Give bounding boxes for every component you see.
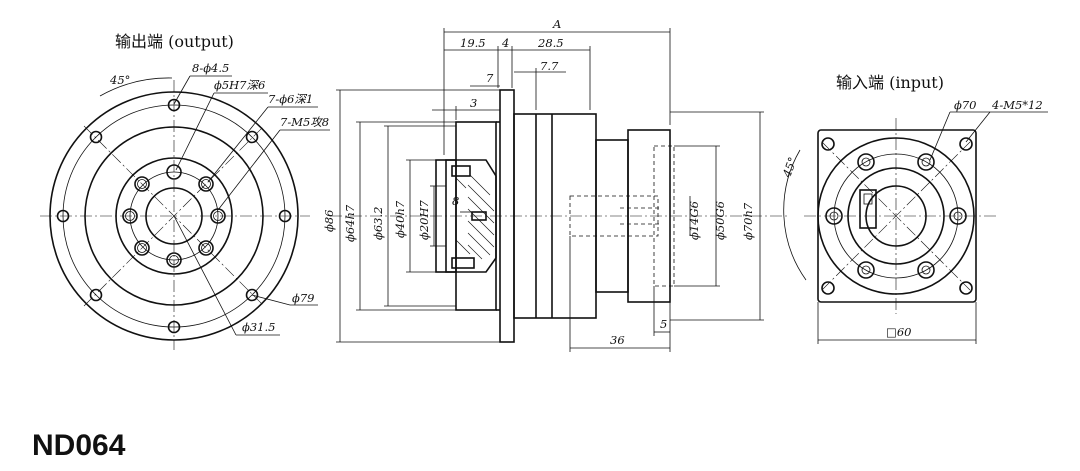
dim-28-5: 28.5 [537,36,564,50]
output-shaft-ring [115,157,233,275]
label-pin-hole: ϕ5H7深6 [214,78,265,92]
dim-dia70: ϕ70h7 [741,202,755,240]
label-input-angle: 45° [779,155,799,180]
label-7-thread: 7-M5攻8 [280,115,329,129]
input-ring-holes [825,153,967,279]
input-view-title: 输入端 (input) [836,73,944,92]
input-inner-circle [847,167,945,265]
dim-dia86: ϕ86 [322,210,336,232]
dim-dia63: ϕ63.2 [371,207,385,240]
section-screw-bottom [451,257,475,269]
output-view-title: 输出端 (output) [115,32,234,51]
label-8-holes: 8-ϕ4.5 [192,61,229,75]
dim-7-7: 7.7 [540,59,559,73]
label-input-square: □60 [886,325,912,339]
output-inner-bolt-circle [129,171,219,261]
dim-19-5: 19.5 [460,36,486,50]
output-view: 输出端 (output) [40,32,330,350]
section-hatching [445,159,497,273]
dim-7: 7 [486,71,494,85]
dim-A: A [552,17,561,31]
label-pcd31: ϕ31.5 [242,320,275,334]
dim-4: 4 [501,36,509,50]
dim-dia64: ϕ64h7 [343,204,357,242]
dim-dia20: ϕ20H7 [417,199,431,240]
input-body-circle [817,137,975,295]
dim-5: 5 [660,317,667,331]
label-input-dia70: ϕ70 [954,98,976,112]
input-flange-side [627,129,671,303]
dim-3: 3 [470,96,477,110]
dim-8: 8 [452,194,459,208]
dim-dia14: ϕ14G6 [687,201,701,240]
output-body-outline [84,126,264,306]
output-bore [145,187,203,245]
dim-dia50: ϕ50G6 [713,201,727,240]
output-flange-outline [49,91,299,341]
input-corner-holes [821,137,973,295]
input-clamp [859,189,877,229]
dim-36: 36 [610,333,625,347]
label-7-holes: 7-ϕ6深1 [268,92,313,106]
model-name: ND064 [32,429,126,462]
output-angle-label: 45° [109,73,130,87]
output-outer-holes [56,98,292,334]
side-view: A 19.5 4 28.5 7.7 7 3 ϕ86 ϕ64h7 ϕ63.2 ϕ4… [322,17,790,352]
label-input-thread: 4-M5*12 [991,98,1043,112]
section-pin [471,211,487,221]
dim-dia40: ϕ40h7 [393,200,407,238]
output-bolt-circle [62,104,286,328]
output-inner-holes [122,164,226,268]
input-bolt-circle [833,153,959,279]
input-view: 输入端 (input) [779,73,1048,344]
input-bore [865,185,927,247]
label-pcd79: ϕ79 [292,291,314,305]
section-screw-top [451,165,471,177]
